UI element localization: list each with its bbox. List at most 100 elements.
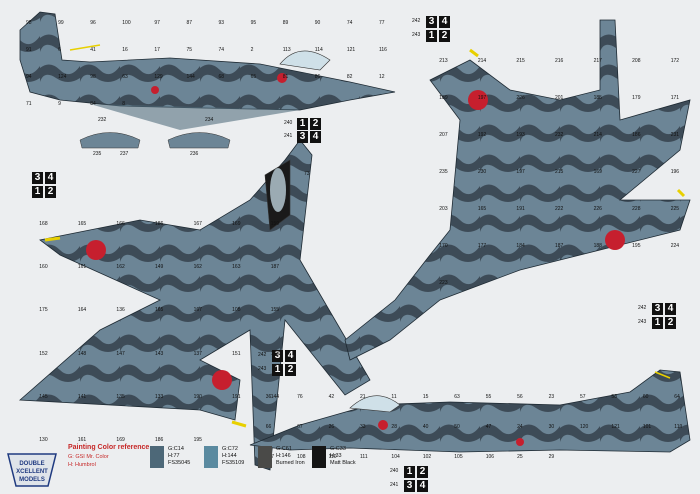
bottom-view (344, 19, 691, 361)
callout-number: 129 (154, 73, 163, 80)
marker-number: 243 (638, 319, 647, 325)
callout-number: 60 (642, 394, 649, 400)
callout-number: 164 (77, 307, 87, 314)
decal-marker-side-top: 1 2 (297, 118, 321, 130)
callout-number: 192 (477, 131, 487, 138)
callout-number: 172 (670, 57, 680, 64)
callout-number: 47 (485, 424, 492, 430)
callout-number: 91 (26, 47, 32, 54)
callout-number: 65 (250, 73, 257, 80)
callout-number: 144 (186, 73, 195, 80)
callout-number: 136 (116, 307, 125, 314)
marker-number: 240 (390, 468, 399, 474)
callout-number: 111 (360, 454, 368, 460)
marker-cell: 1 (426, 30, 437, 42)
callout-number: 26 (328, 424, 335, 430)
callout-number: 224 (670, 243, 680, 250)
callout-number: 151 (232, 350, 241, 357)
callout-number: 30 (548, 424, 555, 430)
callout-number: 99 (58, 20, 64, 27)
callout-number: 133 (155, 394, 164, 400)
swatch-g: G:C61 (276, 446, 292, 452)
decal-marker-top-right: 3 4 (426, 16, 450, 28)
swatch-g: G:C72 (222, 446, 238, 452)
callout-number: 191 (516, 206, 525, 213)
callout-number: 203 (439, 206, 448, 213)
callout-number: 168 (39, 220, 48, 227)
callout-number: 116 (378, 47, 387, 54)
callout-number: 160 (39, 264, 48, 270)
marker-cell: 3 (404, 480, 415, 492)
callout-number: 165 (477, 206, 487, 213)
callout-number: 63 (454, 394, 460, 400)
swatch-h: H:146 (276, 453, 291, 459)
callout-number: 42 (328, 394, 335, 400)
callout-number: 193 (516, 131, 525, 138)
swatch-chip (150, 446, 164, 468)
callout-number: 11 (391, 394, 397, 400)
callout-number: 167 (193, 220, 202, 227)
marker-cell: 3 (272, 350, 283, 362)
callout-number: 93 (218, 20, 225, 27)
swatch-chip (312, 446, 326, 468)
callout-number: 87 (186, 20, 193, 27)
callout-number: 169 (232, 220, 241, 227)
callout-number: 24 (517, 424, 523, 430)
section-label: 234 (205, 117, 214, 123)
section-label: 232 (98, 117, 107, 123)
swatch-fs: FS35045 (168, 460, 191, 466)
callout-number: 162 (193, 264, 202, 270)
legend-line: H: Humbrol (68, 462, 96, 468)
callout-number: 121 (611, 424, 620, 430)
callout-number: 74 (346, 20, 353, 27)
callout-number: 214 (477, 57, 487, 64)
callout-number: 155 (270, 307, 280, 314)
swatch-fs: FS35109 (222, 460, 245, 466)
callout-number: 114 (314, 47, 323, 54)
callout-number: 90 (314, 20, 321, 27)
callout-number: 58 (611, 394, 617, 400)
marker-cell: 2 (665, 317, 676, 329)
decal-marker-left: 3 4 (32, 172, 56, 184)
callout-number: 191 (232, 394, 241, 400)
callout-number: 121 (346, 47, 356, 54)
callout-number: 189 (439, 94, 448, 101)
marker-cell: 2 (45, 186, 56, 198)
callout-number: 235 (439, 169, 448, 175)
callout-number: 170 (439, 243, 448, 250)
callout-number: 201 (555, 94, 564, 101)
marker-cell: 3 (426, 16, 437, 28)
callout-number: 190 (193, 394, 202, 400)
callout-number: 40 (422, 424, 429, 430)
painting-color-legend: Painting Color reference G: GSI Mr. Colo… (68, 444, 368, 490)
section-label: 235 (93, 151, 102, 157)
decal-marker-side-top-b: 3 4 (297, 131, 321, 143)
callout-number: 41 (90, 47, 96, 54)
callout-number: 98 (90, 73, 96, 80)
callout-number: 163 (232, 264, 241, 270)
callout-number: 135 (116, 394, 125, 400)
marker-number: 241 (390, 482, 399, 488)
callout-number: 232 (555, 131, 564, 138)
callout-number: 63 (122, 73, 128, 80)
callout-number: 95 (250, 20, 257, 27)
callout-number: 208 (632, 57, 641, 64)
marker-cell: 4 (285, 350, 296, 362)
marker-cell: 1 (297, 118, 308, 130)
marker-number: 243 (258, 366, 267, 372)
callout-number: 162 (116, 264, 125, 270)
callout-number: 175 (39, 307, 48, 314)
marker-cell: 1 (272, 364, 283, 376)
callout-number: 101 (642, 424, 652, 430)
callout-number: 214 (593, 131, 602, 138)
swatch-g: G:C14 (168, 446, 184, 452)
marker-cell: 1 (404, 466, 415, 478)
callout-number: 120 (580, 424, 589, 430)
callout-number: 213 (439, 57, 448, 64)
decal-marker-center-b: 1 2 (272, 364, 296, 376)
section-label: 73 (304, 171, 310, 177)
callout-number: 143 (155, 350, 164, 357)
callout-number: 84 (90, 100, 96, 107)
callout-number: 6 (58, 47, 61, 54)
